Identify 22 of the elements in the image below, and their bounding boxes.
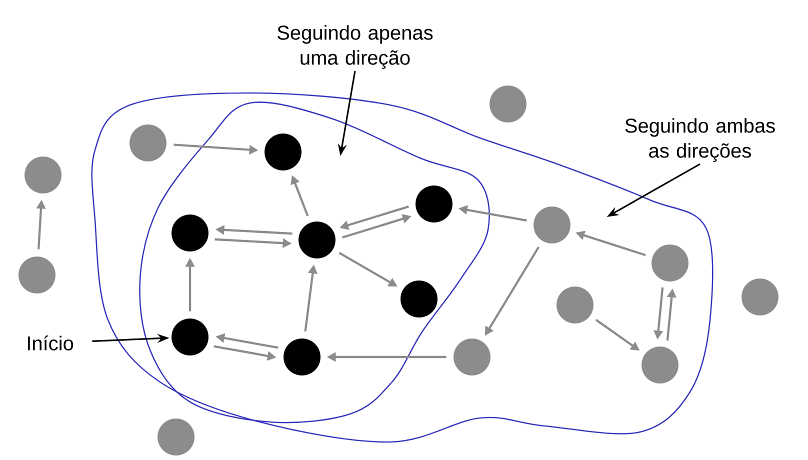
node-circle xyxy=(534,206,570,244)
region-outline xyxy=(139,102,490,424)
node-circle xyxy=(172,318,208,356)
callout-text: Seguindo apenas uma direção xyxy=(278,25,433,69)
node-circle xyxy=(172,214,208,252)
node-circle xyxy=(284,338,320,376)
node-circle xyxy=(652,244,688,282)
callout-text: Seguindo ambas as direções xyxy=(625,118,775,162)
node-circle xyxy=(24,156,62,194)
node-circle xyxy=(416,186,452,222)
node-circle xyxy=(556,286,594,324)
node-circle xyxy=(642,346,678,384)
node-circle xyxy=(264,134,302,170)
node-circle xyxy=(130,124,166,162)
node-circle xyxy=(490,86,526,122)
node-circle xyxy=(18,256,56,294)
node-circle xyxy=(298,222,336,258)
node-circle xyxy=(454,338,490,376)
node-circle xyxy=(742,278,778,316)
callout-text: Início xyxy=(28,336,74,350)
node-circle xyxy=(158,418,194,456)
node-circle xyxy=(400,280,438,318)
